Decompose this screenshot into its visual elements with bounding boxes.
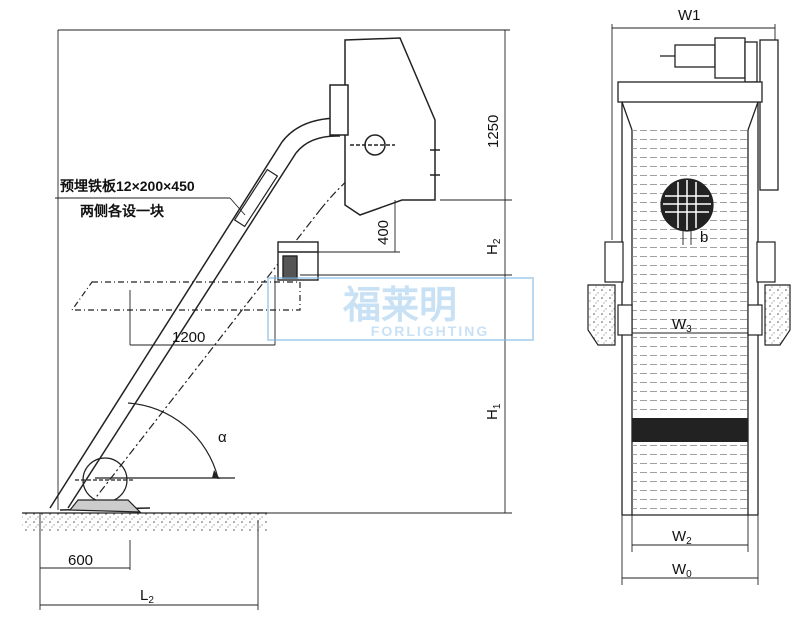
screen-body [621,101,759,516]
w1-dimension [611,24,776,240]
watermark-cn: 福莱明 [342,285,457,327]
head-box [617,81,763,103]
svg-text:H2: H2 [484,238,503,255]
return-line [89,169,361,506]
ground-slab [22,512,267,531]
side-view: 1250 400 1200 600 α H1 H2 L2 预埋铁板12×200×… [22,29,512,610]
angle-arc [95,402,235,479]
front-view-labels: W1 b W3 W2 W0 [672,7,708,580]
front-dimension-lines [621,332,759,585]
watermark: 福莱明 FORLIGHTING [267,277,534,341]
w0-label: W0 [672,561,692,580]
angle-label: α [218,429,227,446]
h1-label: H1 [484,403,503,420]
dim-400-label: 400 [375,220,392,245]
watermark-en: FORLIGHTING [371,323,489,339]
inclined-frame [49,117,341,511]
embedded-plate-note-line1: 预埋铁板12×200×450 [60,178,195,194]
support-bracket [277,241,319,281]
dim-1200-label: 1200 [172,329,205,346]
drive-motor [660,37,779,191]
channel-slab [70,281,301,311]
front-view: W1 b W3 W2 W0 [587,7,791,585]
l2-label: L2 [140,587,154,606]
dim-600-label: 600 [68,552,93,569]
dimension-lines [39,29,512,610]
h2-label: H2 [484,238,503,255]
screen-grid-disc [660,178,714,245]
dim-1250-label: 1250 [485,115,502,148]
w1-label: W1 [678,7,701,24]
svg-text:H1: H1 [484,403,503,420]
drive-housing [329,37,440,216]
w3-label: W3 [672,316,692,335]
dark-band [632,418,748,442]
bottom-sprocket [68,457,142,513]
w2-label: W2 [672,528,692,547]
embedded-plate-note-line2: 两侧各设一块 [80,203,165,219]
side-view-labels: 1250 400 1200 600 α H1 H2 L2 预埋铁板12×200×… [60,115,503,606]
embedded-plate [233,168,279,228]
channel-walls [587,241,791,346]
b-label: b [700,229,708,246]
